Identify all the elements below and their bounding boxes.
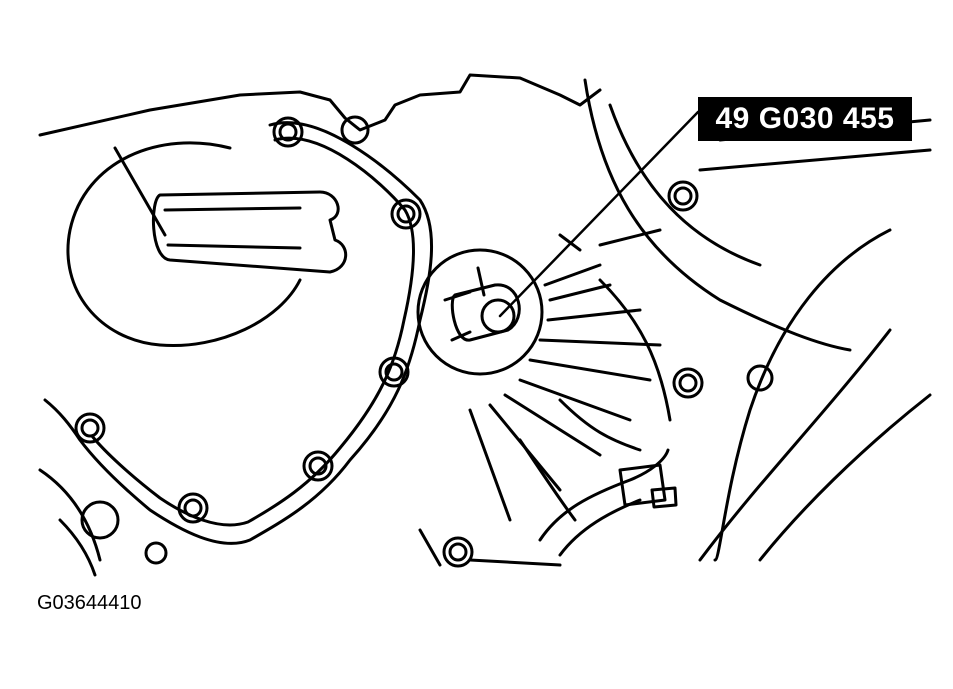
cover-rib xyxy=(163,206,302,250)
tool-end xyxy=(480,298,516,334)
housing-ribs xyxy=(468,228,672,522)
cover-boss xyxy=(151,190,348,274)
bolt xyxy=(672,367,704,399)
part-number-callout: 49 G030 455 xyxy=(698,97,912,141)
cover-gasket-outer xyxy=(43,121,434,545)
cover-slot-line xyxy=(113,146,167,237)
part-number-label: 49 G030 455 xyxy=(715,102,895,135)
special-tool-pin xyxy=(443,266,486,342)
callout-leader xyxy=(498,110,700,318)
cover-bolts xyxy=(74,116,704,568)
lower-housing xyxy=(38,468,102,577)
lower-boss xyxy=(80,500,120,540)
shaft-hub xyxy=(416,248,544,376)
oil-pump-cover xyxy=(66,141,302,348)
lower-small-ring xyxy=(144,541,168,565)
bolt xyxy=(667,180,699,212)
small-ring-right xyxy=(746,364,774,392)
sensor-body xyxy=(618,463,667,507)
axle-shaft xyxy=(698,328,892,562)
bolt xyxy=(390,198,422,230)
bolt xyxy=(177,492,209,524)
bolt xyxy=(302,450,334,482)
bolt xyxy=(272,116,304,148)
lower-edge xyxy=(418,528,562,567)
axle-shaft-2 xyxy=(758,393,932,562)
figure-id: G03644410 xyxy=(37,592,142,614)
bolt xyxy=(442,536,474,568)
bell-housing-curve xyxy=(713,228,892,562)
housing-outline xyxy=(38,73,602,137)
mounting-ring xyxy=(340,115,370,145)
bolt xyxy=(378,356,410,388)
bell-housing-edge-2 xyxy=(608,103,762,267)
cover-gasket-inner xyxy=(90,136,415,527)
hose xyxy=(538,448,670,542)
bell-housing-edge xyxy=(583,78,852,352)
sensor-plug xyxy=(650,486,678,509)
bolt xyxy=(74,412,106,444)
